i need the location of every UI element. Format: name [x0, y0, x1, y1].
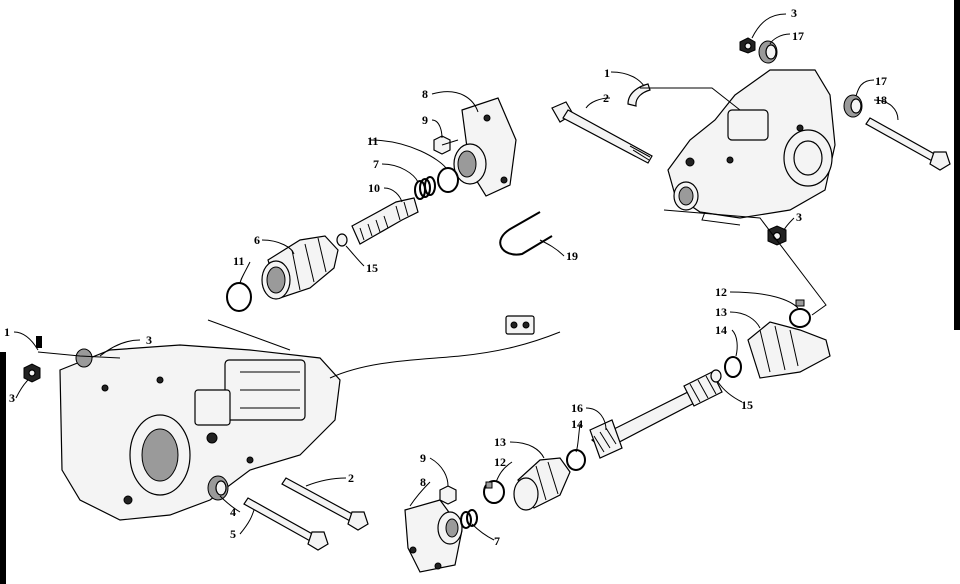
callout-4: 4 — [230, 505, 236, 519]
clamp-12-lower — [483, 480, 505, 504]
nut-3-upper — [739, 37, 756, 54]
callout-2-lower: 2 — [348, 471, 354, 485]
callout-5: 5 — [230, 527, 236, 541]
connector-fragment — [505, 315, 535, 335]
callout-8-upper: 8 — [422, 87, 428, 101]
edge-bar-right — [954, 0, 960, 330]
spring-7-upper — [414, 176, 436, 200]
callout-1-lower: 1 — [4, 325, 10, 339]
edge-bar-left — [0, 352, 6, 584]
rear-gearcase-assembly — [667, 69, 836, 226]
callout-18: 18 — [875, 93, 887, 107]
bearing-housing-8-lower — [404, 499, 463, 573]
bolt-5 — [243, 497, 329, 551]
bushing-17-upper — [758, 40, 778, 64]
bushing-4 — [207, 475, 229, 501]
stub-shaft-10 — [351, 197, 419, 245]
callout-7-upper: 7 — [373, 157, 379, 171]
breather-hose-1-upper — [627, 83, 651, 107]
long-bolt-2-upper — [551, 101, 653, 164]
boot-6 — [261, 235, 339, 300]
boot-13-upper-right — [747, 321, 831, 379]
leader-lines — [13, 13, 899, 541]
breather-hose-1-lower — [37, 351, 121, 359]
callout-16: 16 — [571, 401, 583, 415]
callout-15-lower: 15 — [741, 398, 753, 412]
edge-mark-left — [36, 336, 42, 348]
callout-3-left: 3 — [9, 391, 15, 405]
callout-11-left: 11 — [233, 254, 244, 268]
leader-assembly-line-b — [663, 209, 827, 316]
callout-10: 10 — [368, 181, 380, 195]
callout-14-lower: 14 — [571, 417, 583, 431]
leader-assembly-line-a — [640, 87, 741, 111]
callout-14-upper: 14 — [715, 323, 727, 337]
nut-3-lower-right — [767, 225, 787, 246]
callout-15-upper: 15 — [366, 261, 378, 275]
callout-3-upper-left: 3 — [146, 333, 152, 347]
callout-17-right: 17 — [875, 74, 887, 88]
callout-3-right: 3 — [796, 210, 802, 224]
bolt-9-lower — [439, 485, 457, 505]
callout-19: 19 — [566, 249, 578, 263]
bushing-17-right — [843, 94, 863, 118]
front-gearcase-assembly — [59, 344, 341, 521]
callout-13-upper: 13 — [715, 305, 727, 319]
callout-8-lower: 8 — [420, 475, 426, 489]
long-bolt-2-lower — [281, 477, 369, 531]
nut-3-left — [23, 363, 41, 383]
callout-1-upper: 1 — [604, 66, 610, 80]
harness-line — [329, 331, 561, 379]
callout-13-lower: 13 — [494, 435, 506, 449]
callout-3-top: 3 — [791, 6, 797, 20]
callout-2-upper: 2 — [603, 91, 609, 105]
bolt-18 — [865, 117, 951, 171]
callout-17-top: 17 — [792, 29, 804, 43]
boot-13-lower — [513, 457, 571, 511]
spring-7-lower — [460, 509, 478, 529]
callout-9-lower: 9 — [420, 451, 426, 465]
plug-15-upper — [336, 233, 348, 247]
leader-assembly-line-c — [207, 319, 291, 351]
callout-11-upper: 11 — [367, 134, 378, 148]
driveshaft-16 — [589, 371, 723, 459]
callout-6: 6 — [254, 233, 260, 247]
clip-19 — [499, 211, 553, 256]
callout-12-upper: 12 — [715, 285, 727, 299]
callout-9-upper: 9 — [422, 113, 428, 127]
callout-12-lower: 12 — [494, 455, 506, 469]
oring-11-upper — [437, 167, 459, 193]
clamp-14-upper — [724, 356, 742, 378]
clamp-14-lower — [566, 449, 586, 471]
oring-11-left — [226, 282, 252, 312]
bushing-left-top — [75, 348, 93, 368]
callout-labels: 1 2 3 17 17 18 3 8 9 11 7 10 6 11 15 19 … — [4, 6, 887, 548]
clamp-12-upper — [789, 299, 811, 328]
plug-15-lower — [710, 369, 722, 383]
bearing-housing-8-upper — [453, 97, 517, 197]
bolt-9-upper — [433, 135, 459, 155]
callout-7-lower: 7 — [494, 534, 500, 548]
